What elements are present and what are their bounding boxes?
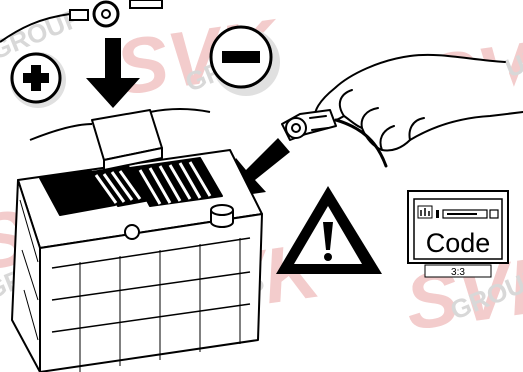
radio-display: Code [408,191,508,263]
hand-icon [282,55,523,166]
code-counter-box: 3:3 [425,265,491,278]
car-battery-icon [12,109,262,372]
code-counter: 3:3 [451,267,465,278]
plus-icon [10,52,66,108]
code-label: Code [426,228,491,258]
